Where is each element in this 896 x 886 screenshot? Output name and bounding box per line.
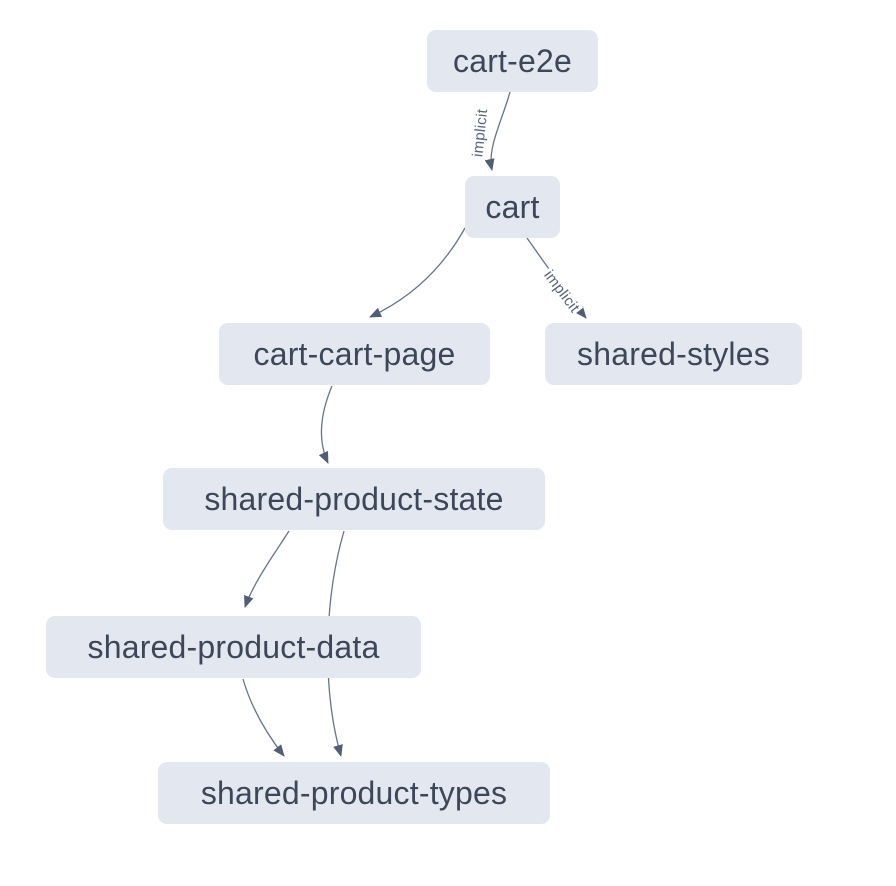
node-label-cart: cart <box>485 189 540 225</box>
edge-cart-e2e-to-cart <box>484 91 511 171</box>
graph-node-cart-e2e[interactable]: cart-e2e <box>427 30 598 92</box>
node-label-cart-e2e: cart-e2e <box>453 43 572 79</box>
edge-shared-product-data-to-shared-product-types <box>242 678 285 757</box>
node-label-shared-product-state: shared-product-state <box>204 481 504 517</box>
node-label-shared-product-types: shared-product-types <box>200 775 508 811</box>
graph-node-cart-cart-page[interactable]: cart-cart-page <box>219 323 490 385</box>
edge-cart-cart-page-to-shared-product-state <box>318 385 333 464</box>
node-label-cart-cart-page: cart-cart-page <box>253 336 456 372</box>
graph-node-shared-product-state[interactable]: shared-product-state <box>163 468 545 530</box>
node-label-shared-product-data: shared-product-data <box>87 629 380 665</box>
graph-node-shared-styles[interactable]: shared-styles <box>545 323 802 385</box>
graph-node-cart[interactable]: cart <box>465 176 560 238</box>
edge-cart-to-cart-cart-page <box>369 227 466 318</box>
graph-node-shared-product-data[interactable]: shared-product-data <box>46 616 421 678</box>
graph-node-shared-product-types[interactable]: shared-product-types <box>158 762 550 824</box>
edge-shared-product-state-to-shared-product-data <box>244 530 290 608</box>
node-label-shared-styles: shared-styles <box>577 336 770 372</box>
